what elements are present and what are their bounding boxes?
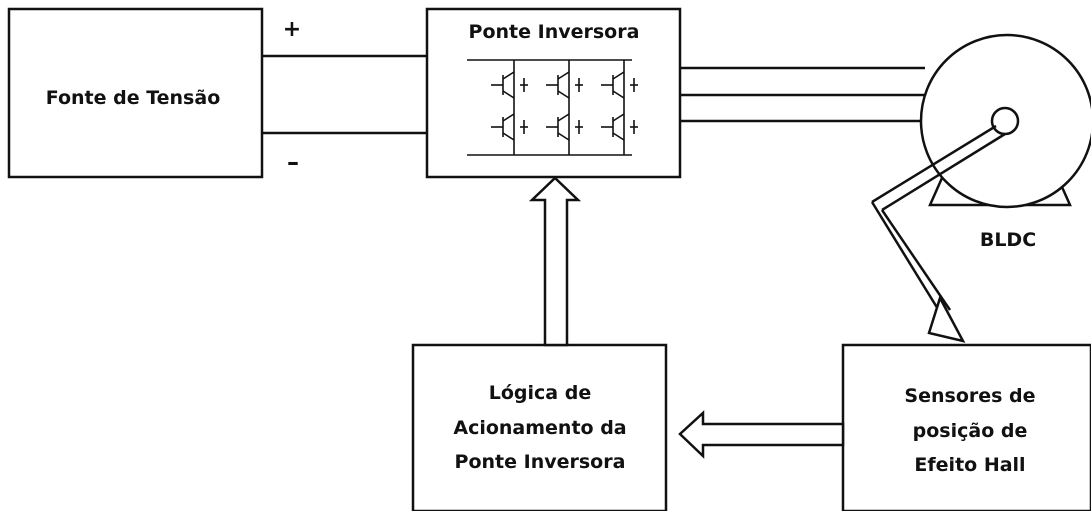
negative-terminal-label: – <box>287 148 299 176</box>
drive-logic-label-line2: Acionamento da <box>453 417 626 439</box>
bldc-motor-icon <box>919 33 1091 209</box>
sensor-feedback-arrow <box>870 124 1006 343</box>
igbt-switch-array-icon <box>467 59 638 156</box>
hall-sensors-label-line2: posição de <box>913 420 1028 442</box>
drive-logic-label-line1: Lógica de <box>489 382 591 404</box>
hall-sensors-label-line1: Sensores de <box>904 385 1035 407</box>
inverter-bridge-block: Ponte Inversora <box>425 7 682 179</box>
hall-sensors-label-line3: Efeito Hall <box>914 454 1025 476</box>
dc-bus-wires: + – <box>262 17 427 176</box>
phase-output-lines <box>680 66 925 123</box>
control-signal-arrow <box>528 176 582 347</box>
bldc-motor-label: BLDC <box>980 229 1036 251</box>
drive-logic-label-line3: Ponte Inversora <box>455 451 626 473</box>
inverter-bridge-title: Ponte Inversora <box>469 21 640 43</box>
position-signal-arrow <box>678 410 845 459</box>
positive-terminal-label: + <box>283 17 301 42</box>
hall-sensors-block: Sensores de posição de Efeito Hall <box>841 343 1091 511</box>
drive-logic-block: Lógica de Acionamento da Ponte Inversora <box>411 343 668 511</box>
voltage-source-label: Fonte de Tensão <box>46 87 221 109</box>
voltage-source-block: Fonte de Tensão <box>7 7 264 179</box>
